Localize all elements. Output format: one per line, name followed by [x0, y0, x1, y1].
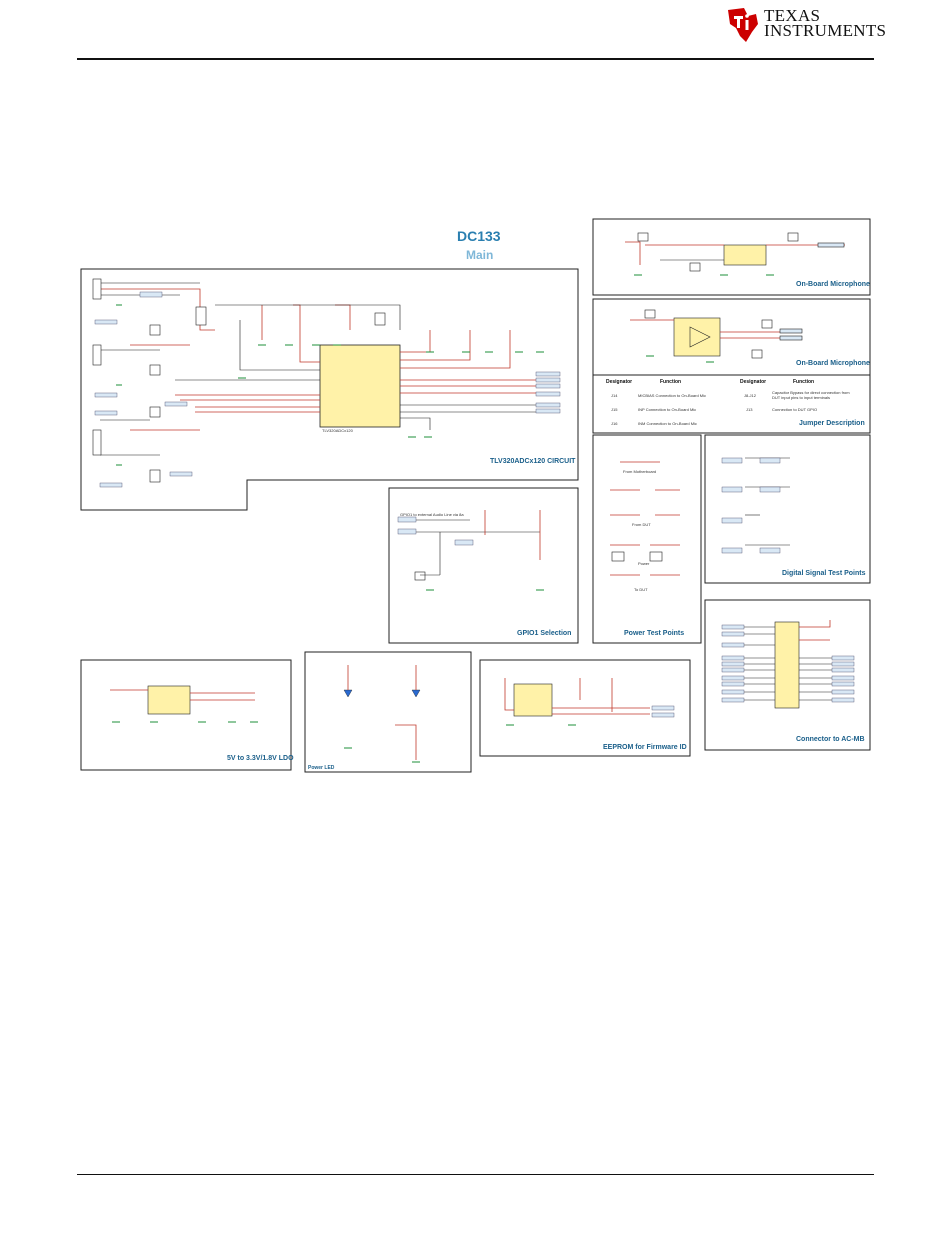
jumper-cell: Connection to DUT GPIO: [772, 407, 818, 412]
jumper-cell: INP Connection to On-Board Mic: [638, 407, 697, 412]
diagram-title: DC133: [457, 228, 501, 244]
jumper-cell: J13: [746, 407, 753, 412]
connector-border: [704, 599, 871, 751]
tp-group-to-dut: To DUT: [634, 587, 648, 592]
tp-group-from-dut: From DUT: [632, 522, 651, 527]
panel-title-connector: Connector to AC-MB: [796, 736, 865, 743]
jumper-cell: INM Connection to On-Board Mic: [638, 421, 697, 426]
eeprom-border: [479, 659, 691, 757]
led-border: [304, 651, 472, 773]
panel-title-main-circuit: TLV320ADCx120 CIRCUIT: [490, 458, 576, 465]
panel-title-digital-tp: Digital Signal Test Points: [782, 570, 866, 577]
main-ic-label: TLV320ADCx120: [322, 428, 353, 433]
panel-title-ldo: 5V to 3.3V/1.8V LDO: [227, 755, 294, 762]
jumper-header-designator-1: Designator: [606, 379, 633, 385]
main-ic-body: [319, 344, 401, 428]
panel-title-gpio1: GPIO1 Selection: [517, 630, 572, 637]
jumper-cell: J15: [611, 407, 618, 412]
jumper-cell: MICBIAS Connection to On-Board Mic: [638, 393, 707, 398]
power-tp-border: [592, 434, 702, 644]
digital-tp-border: [704, 434, 871, 584]
main-circuit-border: [80, 268, 579, 511]
tp-group-power: Power: [638, 561, 650, 566]
diagram-subtitle: Main: [466, 248, 494, 262]
jumper-cell: Capacitor Bypass for direct connection f…: [772, 390, 850, 400]
tp-group-from-motherboard: From Motherboard: [623, 469, 657, 474]
footer-rule: [77, 1174, 874, 1175]
ti-logo-icon: [728, 8, 758, 42]
gpio1-border: [388, 487, 579, 644]
brand-line-2: Instruments: [764, 21, 887, 40]
panel-title-power-tp: Power Test Points: [624, 630, 685, 637]
panel-title-mic-1: On-Board Microphone: [796, 281, 870, 288]
panel-title-eeprom: EEPROM for Firmware ID: [603, 744, 687, 751]
jumper-cell: J16: [611, 421, 618, 426]
jumper-header-function-2: Function: [793, 379, 815, 385]
mic1-border: [592, 218, 871, 296]
header-rule: [77, 58, 874, 60]
jumper-cell: J8-J12: [744, 393, 757, 398]
ti-wordmark: Texas Instruments: [764, 6, 887, 40]
brand-line-1: Texas: [764, 6, 821, 25]
ldo-border: [80, 659, 292, 771]
jumper-border: [592, 374, 871, 434]
panel-title-mic-2: On-Board Microphone: [796, 360, 870, 367]
panel-title-power-led: Power LED: [308, 765, 335, 771]
jumper-header-function-1: Function: [660, 379, 682, 385]
panel-title-jumper: Jumper Description: [799, 420, 865, 427]
jumper-header-designator-2: Designator: [740, 379, 767, 385]
gpio1-note: GPIO1 to external Audio Line via 8a: [400, 512, 464, 517]
jumper-cell: J14: [611, 393, 618, 398]
